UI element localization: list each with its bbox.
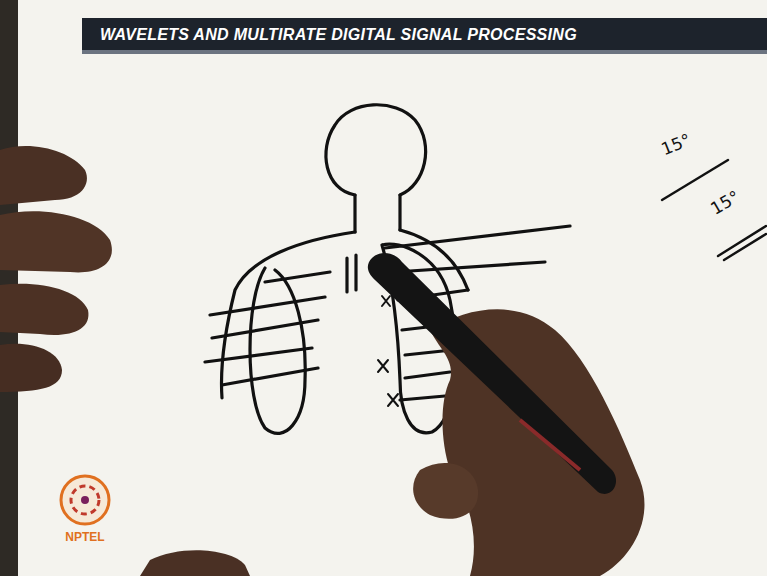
lead-line — [205, 348, 312, 362]
banner-title: WAVELETS AND MULTIRATE DIGITAL SIGNAL PR… — [100, 26, 577, 44]
sternum-line — [354, 255, 357, 290]
title-banner — [82, 18, 767, 54]
logo-text-text: NPTEL — [65, 530, 104, 544]
lead-line — [385, 226, 570, 248]
note-stroke — [724, 234, 766, 260]
lead-line — [395, 262, 545, 272]
lead-line — [210, 297, 325, 315]
cross-mark — [382, 296, 390, 306]
lead-line — [222, 368, 318, 385]
neck-line — [353, 195, 356, 232]
cross-mark — [388, 394, 398, 406]
presenter-hands — [0, 146, 644, 576]
lead-line — [265, 272, 330, 282]
cross-mark — [378, 360, 388, 372]
head-outline — [326, 105, 426, 195]
sternum-line — [345, 258, 348, 292]
lead-line — [400, 396, 445, 400]
paper-sheet — [18, 0, 767, 576]
left-shoulder — [222, 232, 355, 398]
logo-text: NPTEL — [65, 530, 104, 544]
note-stroke — [718, 226, 766, 256]
lead-line — [212, 320, 318, 338]
title-text: WAVELETS AND MULTIRATE DIGITAL SIGNAL PR… — [100, 26, 577, 44]
handwritten-note: 15° — [658, 129, 693, 159]
neck-line — [398, 195, 401, 230]
handwritten-note: 15° — [707, 186, 743, 218]
handwritten-note-text: 15° — [707, 186, 743, 218]
lead-line — [405, 372, 450, 378]
marker-pen — [368, 253, 616, 494]
nptel-logo — [61, 476, 109, 524]
handwritten-note-text: 15° — [658, 129, 693, 159]
banner-rule — [82, 50, 767, 54]
